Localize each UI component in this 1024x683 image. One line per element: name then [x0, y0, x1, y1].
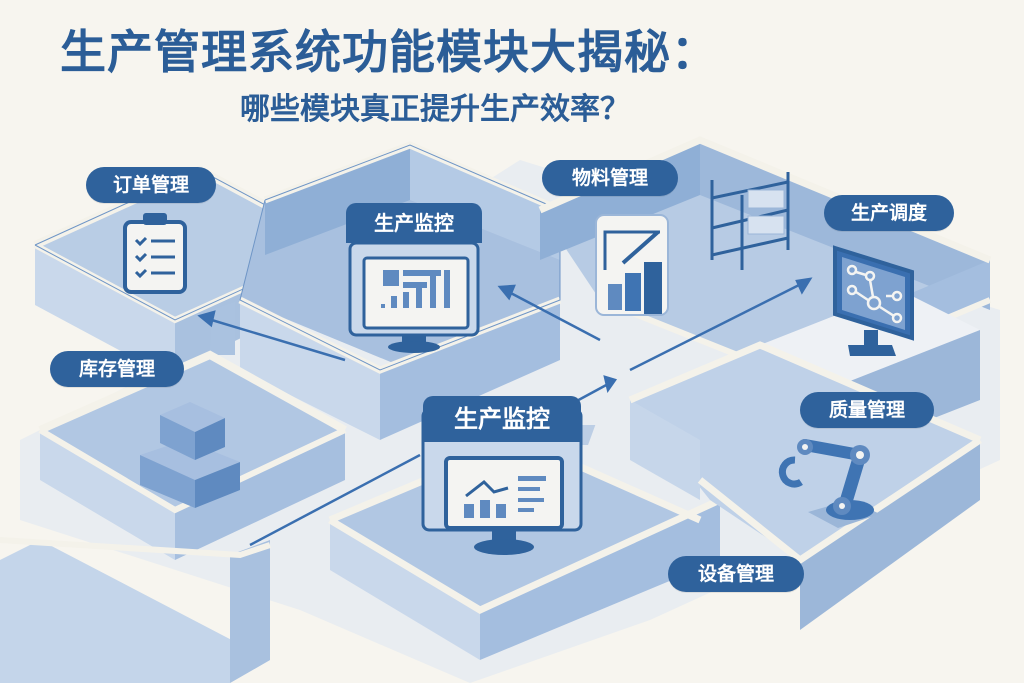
- lower-left-wall: [0, 537, 271, 683]
- stacked-boxes-icon: [140, 402, 240, 508]
- robot-arm-icon: [778, 439, 880, 528]
- page-subtitle: 哪些模块真正提升生产效率？: [240, 92, 630, 127]
- module-label-schedule[interactable]: 生产调度: [824, 195, 954, 231]
- monitor-dashboard-icon: [348, 241, 480, 353]
- module-label-equipment[interactable]: 设备管理: [668, 556, 804, 592]
- module-label-inventory[interactable]: 库存管理: [50, 351, 184, 387]
- flow-arrows: [197, 277, 813, 547]
- bar-chart-shelf-icon: [595, 214, 669, 316]
- clipboard-checklist-icon: [123, 213, 187, 294]
- module-label-order[interactable]: 订单管理: [86, 167, 216, 203]
- module-label-monitor-center[interactable]: 生产监控: [423, 396, 581, 442]
- monitor-network-icon: [833, 245, 914, 356]
- module-label-material[interactable]: 物料管理: [542, 160, 678, 196]
- page-title: 生产管理系统功能模块大揭秘：: [60, 25, 718, 79]
- module-label-quality[interactable]: 质量管理: [800, 392, 934, 428]
- warehouse-shelf-icon: [710, 172, 790, 270]
- module-label-monitor-top[interactable]: 生产监控: [346, 203, 482, 243]
